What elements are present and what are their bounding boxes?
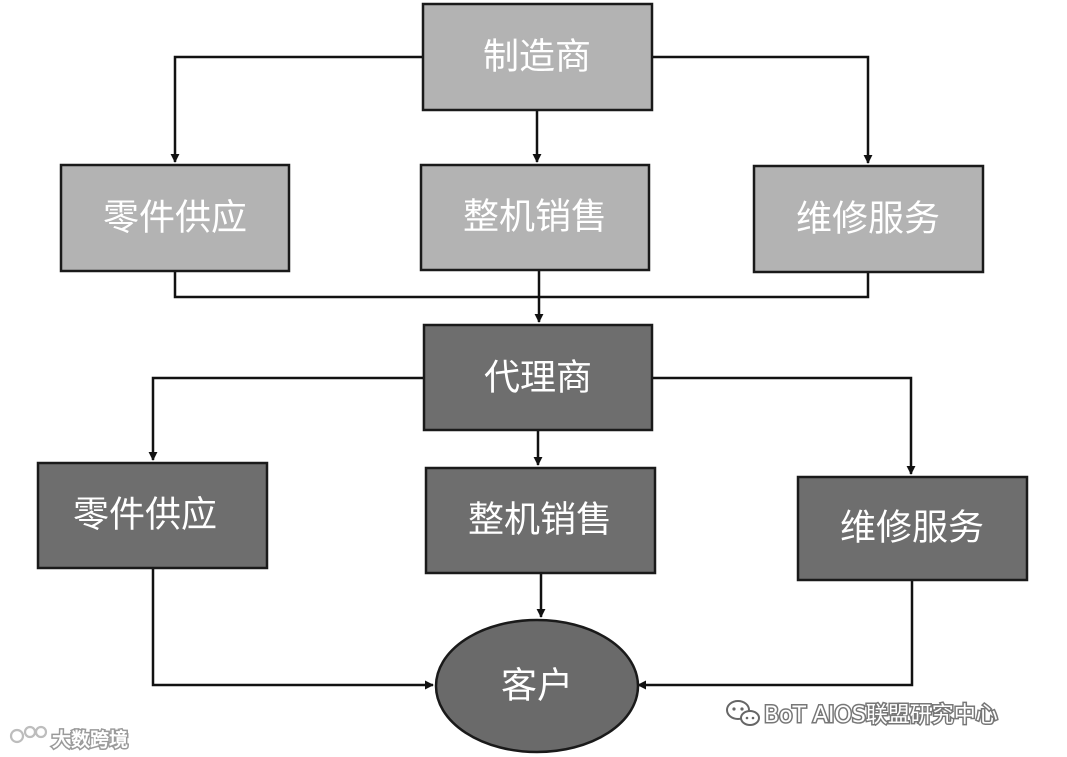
node-parts-supply-bottom: 零件供应 bbox=[36, 461, 269, 570]
node-parts-supply-top-label: 零件供应 bbox=[103, 198, 247, 239]
node-whole-machine-sales-top-label: 整机销售 bbox=[463, 197, 607, 238]
node-parts-supply-top: 零件供应 bbox=[59, 163, 291, 273]
node-repair-service-bottom-label: 维修服务 bbox=[840, 508, 984, 549]
node-repair-service-top-label: 维修服务 bbox=[796, 199, 940, 240]
edge-repair-service-bottom-to-customer bbox=[637, 580, 914, 690]
edge-manufacturer-to-parts-supply-top bbox=[170, 55, 423, 163]
edge-parts-supply-top-merge bbox=[173, 271, 870, 299]
edge-parts-supply-bottom-to-customer bbox=[151, 568, 434, 690]
edge-agent-to-parts-supply-bottom bbox=[148, 376, 424, 461]
brand-logo-icon bbox=[9, 725, 48, 744]
edge-agent-to-repair-service-bottom bbox=[652, 376, 916, 475]
node-customer: 客户 bbox=[434, 618, 640, 754]
node-repair-service-bottom: 维修服务 bbox=[796, 475, 1029, 582]
wechat-icon bbox=[726, 700, 760, 726]
watermark-right-text: BoT AIOS联盟研究中心 bbox=[764, 703, 998, 728]
node-repair-service-top: 维修服务 bbox=[752, 164, 985, 274]
watermark-left: 大数跨境 bbox=[9, 725, 130, 753]
watermark-left-text: 大数跨境 bbox=[52, 728, 128, 751]
node-agent-label: 代理商 bbox=[484, 358, 592, 399]
node-agent: 代理商 bbox=[422, 323, 654, 432]
node-parts-supply-bottom-label: 零件供应 bbox=[73, 495, 217, 536]
edges bbox=[148, 55, 916, 690]
node-manufacturer: 制造商 bbox=[421, 2, 654, 112]
edge-manufacturer-to-repair-service-top bbox=[652, 55, 873, 164]
node-customer-label: 客户 bbox=[501, 666, 573, 707]
node-whole-machine-sales-bottom: 整机销售 bbox=[424, 466, 657, 575]
node-manufacturer-label: 制造商 bbox=[483, 37, 591, 78]
node-whole-machine-sales-top: 整机销售 bbox=[419, 163, 651, 272]
node-whole-machine-sales-bottom-label: 整机销售 bbox=[468, 500, 612, 541]
watermark-right: BoT AIOS联盟研究中心 bbox=[726, 700, 999, 730]
